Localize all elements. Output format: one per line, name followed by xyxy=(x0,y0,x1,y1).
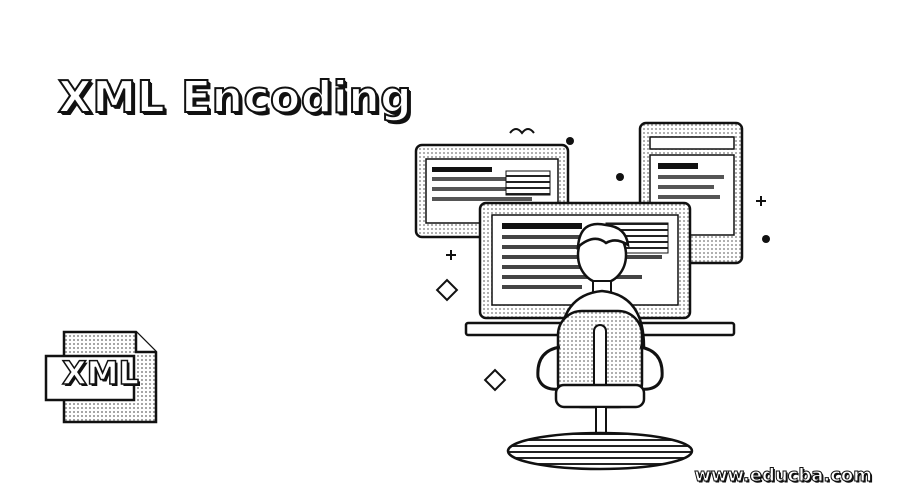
chair-icon xyxy=(536,309,664,447)
page-title: XML Encoding xyxy=(57,71,413,124)
xml-file-icon: XML xyxy=(44,330,164,425)
xml-file-label: XML xyxy=(61,353,139,393)
site-url[interactable]: www.educba.com xyxy=(694,465,873,487)
developer-at-desk-illustration xyxy=(410,115,790,475)
